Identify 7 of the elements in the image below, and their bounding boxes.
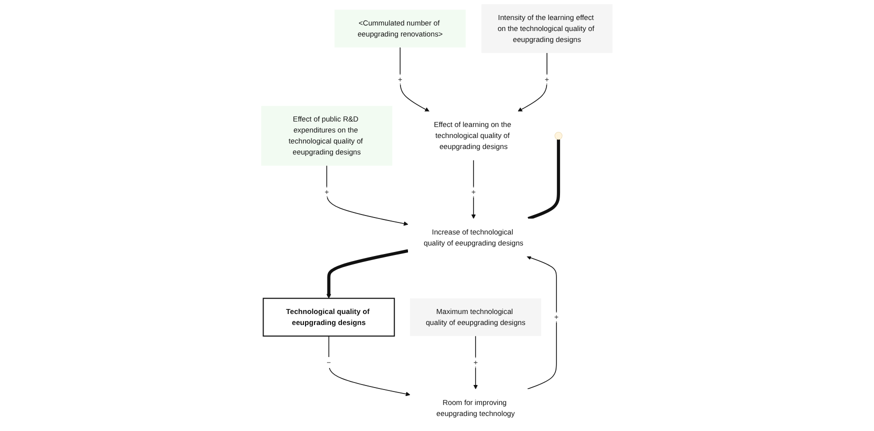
arrow [328,336,410,396]
arrow [326,249,408,299]
arrow [400,47,430,112]
arrow [518,52,548,112]
arrow [326,165,408,226]
connector [528,139,560,220]
arrow [526,256,557,390]
